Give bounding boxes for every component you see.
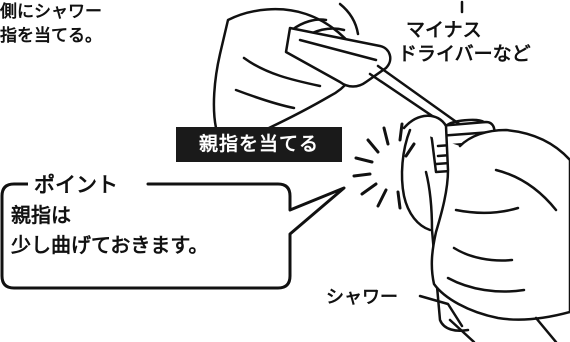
shower-label-leader-line [418,294,464,328]
thumb-placement-badge: 親指を当てる [176,127,342,162]
intro-caption-line-1: 側にシャワー [0,2,102,22]
lower-hand-drawing [400,114,570,342]
point-body-line-1: 親指は [11,203,71,227]
shower-label: シャワー [326,287,398,308]
screwdriver-label-line-2: ドライバーなど [398,43,531,65]
intro-caption-line-2: 指を当てる。 [0,26,102,46]
point-body-line-2: 少し曲げておきます。 [11,233,209,257]
point-body: 親指は 少し曲げておきます。 [11,200,208,260]
screwdriver-label-line-1: マイナス [406,19,482,41]
screwdriver-label: マイナス ドライバーなど [398,18,531,66]
emphasis-burst [352,122,416,210]
intro-caption: 側にシャワー 指を当てる。 [0,0,102,48]
point-callout-bubble [0,182,346,290]
point-title: ポイント [28,172,124,198]
